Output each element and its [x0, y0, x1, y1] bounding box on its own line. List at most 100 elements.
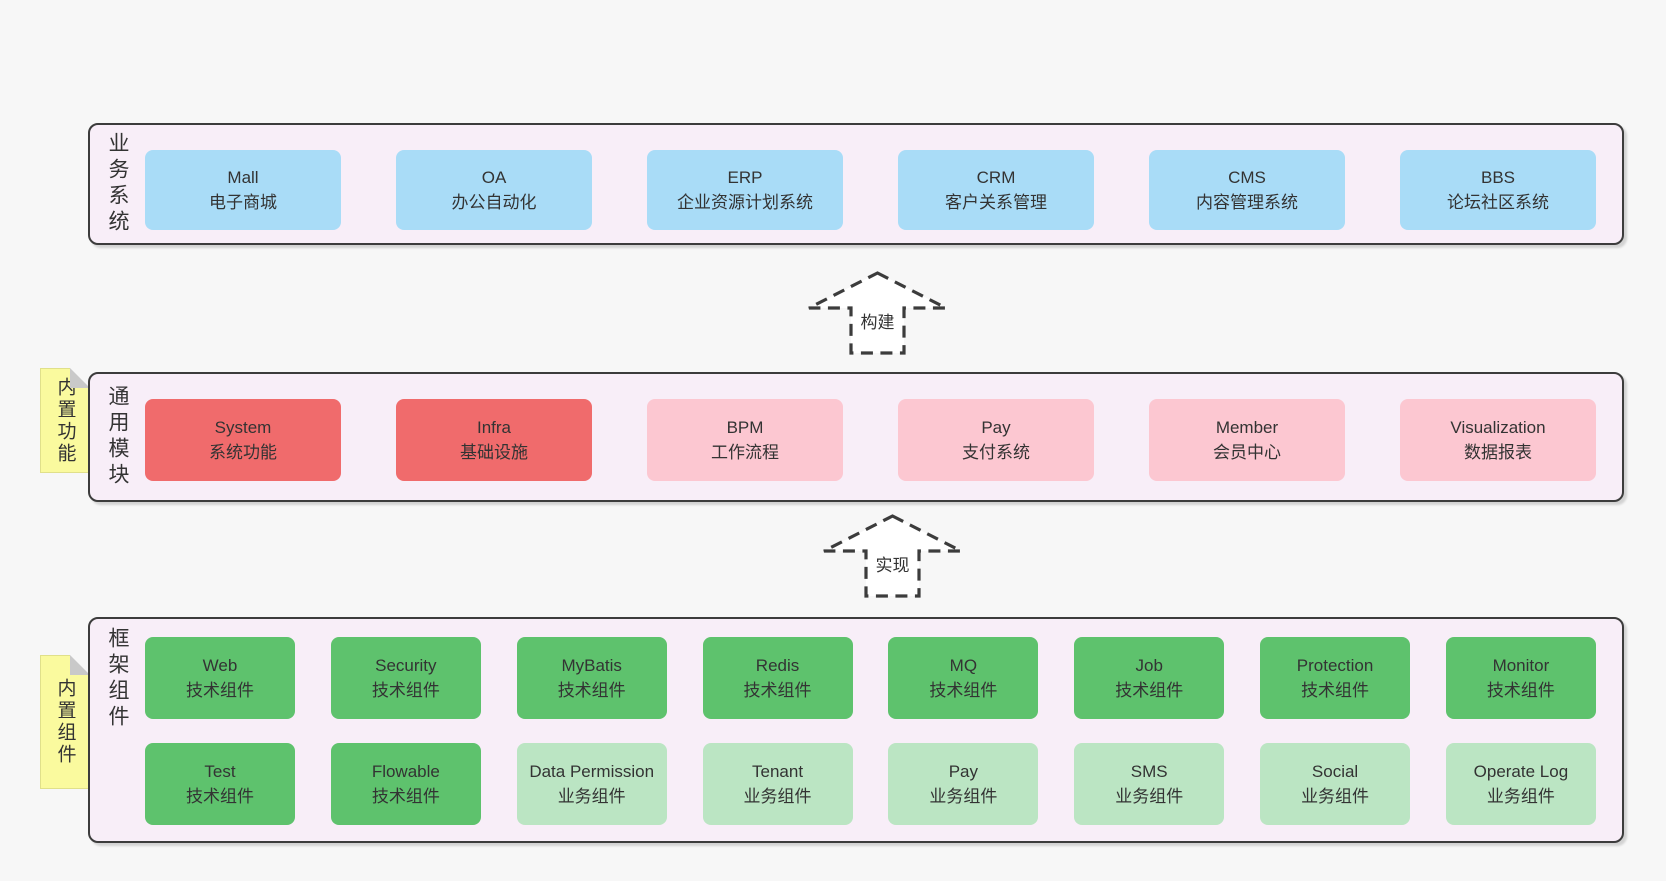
builtin-features-note-label: 内置功能 [54, 376, 76, 465]
module-box-desc: 业务组件 [743, 787, 812, 806]
module-box-sms: SMS 业务组件 [1074, 743, 1225, 825]
module-box-name: Protection [1296, 656, 1374, 675]
module-box-redis: Redis 技术组件 [702, 637, 853, 719]
module-box-infra: Infra 基础设施 [396, 399, 592, 481]
build-arrow: 构建 [805, 271, 950, 359]
box-row: System 系统功能 Infra 基础设施 BPM 工作流程 Pay 支付系统 Member 会… [145, 399, 1596, 481]
module-box-desc: 工作流程 [711, 443, 779, 462]
module-box-crm: CRM 客户关系管理 [898, 150, 1094, 230]
module-box-tenant: Tenant 业务组件 [702, 743, 853, 825]
module-box-desc: 系统功能 [209, 443, 277, 462]
module-box-name: Operate Log [1473, 762, 1569, 781]
module-box-visualization: Visualization 数据报表 [1400, 399, 1596, 481]
business-systems-label: 业务系统 [106, 132, 129, 236]
module-box-data-permission: Data Permission 业务组件 [516, 743, 667, 825]
module-box-name: Infra [476, 418, 512, 437]
module-box-desc: 论坛社区系统 [1447, 193, 1549, 212]
module-box-desc: 技术组件 [186, 787, 254, 806]
module-box-desc: 技术组件 [557, 681, 626, 700]
business-systems-label-col: 业务系统 [90, 125, 145, 243]
common-modules-label: 通用模块 [106, 385, 129, 489]
module-box-name: MQ [949, 656, 978, 675]
module-box-name: OA [481, 168, 507, 187]
module-box-name: Data Permission [529, 762, 655, 781]
module-box-name: Job [1135, 656, 1163, 675]
module-box-name: CRM [976, 168, 1016, 187]
module-box-desc: 技术组件 [1115, 681, 1184, 700]
module-box-desc: 业务组件 [1486, 787, 1555, 806]
framework-components-label-col: 框架组件 [90, 619, 145, 841]
module-box-desc: 办公自动化 [451, 193, 537, 212]
common-modules-content: System 系统功能 Infra 基础设施 BPM 工作流程 Pay 支付系统 Member 会… [145, 374, 1622, 500]
builtin-components-note-label: 内置组件 [54, 678, 76, 766]
implement-arrow-label: 实现 [871, 550, 914, 577]
module-box-name: Web [202, 656, 238, 675]
module-box-desc: 技术组件 [1486, 681, 1555, 700]
module-box-desc: 客户关系管理 [945, 193, 1047, 212]
module-box-protection: Protection 技术组件 [1260, 637, 1411, 719]
module-box-name: Flowable [371, 762, 440, 781]
framework-components-label: 框架组件 [106, 627, 129, 731]
module-box-bpm: BPM 工作流程 [647, 399, 843, 481]
module-box-desc: 业务组件 [557, 787, 626, 806]
module-box-desc: 支付系统 [962, 443, 1030, 462]
module-box-name: Visualization [1450, 418, 1546, 437]
module-box-name: MyBatis [561, 656, 622, 675]
module-box-desc: 会员中心 [1213, 443, 1281, 462]
module-box-name: Redis [755, 656, 800, 675]
module-box-desc: 业务组件 [1115, 787, 1184, 806]
module-box-pay: Pay 支付系统 [898, 399, 1094, 481]
module-box-name: BPM [726, 418, 764, 437]
module-box-name: Test [204, 762, 236, 781]
module-box-monitor: Monitor 技术组件 [1445, 637, 1596, 719]
module-box-desc: 业务组件 [929, 787, 998, 806]
module-box-desc: 电子商城 [209, 193, 277, 212]
builtin-features-note: 内置功能 [40, 368, 90, 473]
module-box-web: Web 技术组件 [145, 637, 295, 719]
module-box-desc: 技术组件 [371, 681, 440, 700]
module-box-desc: 内容管理系统 [1196, 193, 1298, 212]
module-box-desc: 技术组件 [743, 681, 812, 700]
module-box-job: Job 技术组件 [1074, 637, 1225, 719]
module-box-name: Security [375, 656, 437, 675]
module-box-name: Member [1215, 418, 1279, 437]
module-box-name: Pay [981, 418, 1011, 437]
module-box-name: Pay [948, 762, 979, 781]
module-box-oa: OA 办公自动化 [396, 150, 592, 230]
module-box-desc: 技术组件 [186, 681, 254, 700]
common-modules-layer: 通用模块 System 系统功能 Infra 基础设施 BPM 工作流程 Pay 支付系统 Me… [88, 372, 1624, 502]
module-box-desc: 基础设施 [460, 443, 528, 462]
module-box-name: Social [1311, 762, 1359, 781]
module-box-name: Tenant [752, 762, 804, 781]
module-box-desc: 技术组件 [929, 681, 998, 700]
module-box-name: CMS [1228, 168, 1266, 187]
module-box-operate-log: Operate Log 业务组件 [1445, 743, 1596, 825]
module-box-name: SMS [1130, 762, 1168, 781]
module-box-desc: 业务组件 [1301, 787, 1370, 806]
module-box-flowable: Flowable 技术组件 [330, 743, 481, 825]
module-box-pay: Pay 业务组件 [888, 743, 1039, 825]
module-box-mq: MQ 技术组件 [888, 637, 1039, 719]
implement-arrow: 实现 [820, 514, 965, 602]
module-box-desc: 技术组件 [1301, 681, 1370, 700]
module-box-name: System [214, 418, 272, 437]
module-box-cms: CMS 内容管理系统 [1149, 150, 1345, 230]
module-box-desc: 企业资源计划系统 [677, 193, 813, 212]
module-box-name: Mall [227, 168, 259, 187]
module-box-name: Monitor [1492, 656, 1550, 675]
module-box-desc: 数据报表 [1464, 443, 1532, 462]
builtin-components-note: 内置组件 [40, 655, 90, 789]
module-box-system: System 系统功能 [145, 399, 341, 481]
module-box-social: Social 业务组件 [1260, 743, 1411, 825]
module-box-mybatis: MyBatis 技术组件 [516, 637, 667, 719]
module-box-test: Test 技术组件 [145, 743, 295, 825]
build-arrow-label: 构建 [856, 307, 899, 334]
module-box-desc: 技术组件 [371, 787, 440, 806]
